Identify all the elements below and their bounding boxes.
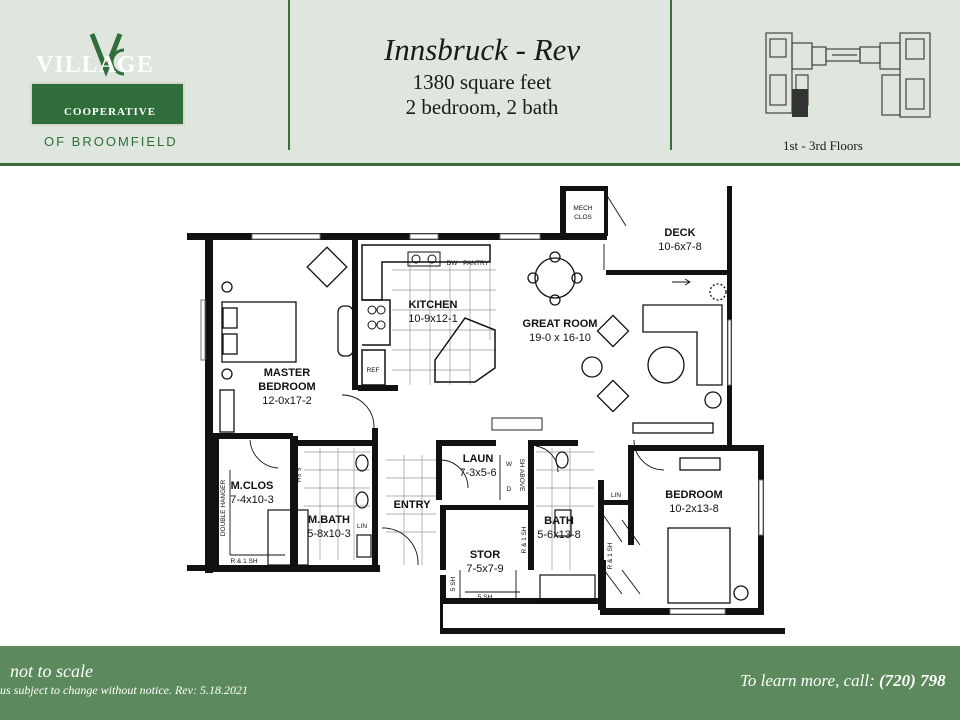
unit-title-block: Innsbruck - Rev 1380 square feet 2 bedro… — [292, 30, 672, 120]
closet-shelving — [229, 417, 543, 598]
bedroom-label: BEDROOM — [665, 489, 722, 501]
m-clos-label: M.CLOS — [231, 480, 274, 492]
deck-dims: 10-6x7-8 — [658, 241, 701, 253]
m-clos-dims: 7-4x10-3 — [230, 494, 273, 506]
kitchen-counters — [361, 244, 496, 386]
living-furniture — [581, 283, 727, 434]
m-bath-lin-label: LIN — [357, 523, 367, 530]
bath-label: BATH — [544, 515, 574, 527]
header-divider — [0, 163, 960, 166]
scale-note: not to scale — [10, 661, 93, 681]
laun-label: LAUN — [463, 453, 494, 465]
bedroom-furniture — [667, 457, 749, 604]
m-bath-label: M.BATH — [308, 514, 350, 526]
great-room-label: GREAT ROOM — [523, 318, 598, 330]
key-plan-caption: 1st - 3rd Floors — [783, 138, 863, 153]
master-bedroom-label-2: BEDROOM — [258, 381, 315, 393]
bedroom-rod-label: R & 1 SH — [607, 542, 614, 569]
floor-plan: MASTER BEDROOM KITCHEN GREAT ROOM DECK M… — [187, 186, 785, 634]
great-room-dims: 19-0 x 16-10 — [529, 332, 591, 344]
unit-title: Innsbruck - Rev — [383, 32, 581, 67]
bedroom-lin-label: LIN — [611, 492, 621, 499]
master-bedroom-dims: 12-0x17-2 — [262, 395, 312, 407]
header-band — [0, 0, 960, 163]
stove-and-sink — [367, 251, 441, 330]
sh-above-label: SH ABOVE — [518, 459, 525, 493]
mech-clos-label: MECH — [573, 205, 592, 212]
stor-dims: 7-5x7-9 — [466, 563, 503, 575]
m-clos-rod-label: R & 1 SH — [230, 558, 257, 565]
mech-clos-label-2: CLOS — [574, 214, 592, 221]
dw-label: DW — [447, 260, 459, 267]
entry-tile — [304, 448, 594, 570]
master-bedroom-label: MASTER — [264, 367, 311, 379]
logo-subtitle: COOPERATIVE — [63, 106, 157, 118]
interior-walls — [213, 240, 729, 610]
contact-cta: To learn more, call: (720) 798 — [740, 671, 946, 691]
double-hanger-label: DOUBLE HANGER — [220, 480, 227, 537]
laun-dims: 7-3x5-6 — [459, 467, 496, 479]
stor-label: STOR — [470, 549, 500, 561]
stor-shelf-label: 5 SH — [478, 594, 493, 601]
highlighted-unit — [792, 89, 808, 117]
washer-label: W — [506, 461, 513, 468]
village-cooperative-logo: VILLAGE COOPERATIVE OF BROOMFIELD — [30, 30, 190, 155]
unit-square-feet: 1380 square feet — [412, 70, 552, 94]
entry-label: ENTRY — [394, 499, 432, 511]
dining-table — [527, 251, 583, 306]
kitchen-dims: 10-9x12-1 — [408, 313, 458, 325]
dryer-label: D — [507, 486, 512, 493]
deck-label: DECK — [664, 227, 695, 239]
kitchen-label: KITCHEN — [409, 299, 458, 311]
building-key-plan — [765, 32, 931, 118]
unit-bed-bath: 2 bedroom, 2 bath — [405, 95, 559, 119]
change-note: us subject to change without notice. Rev… — [0, 683, 248, 697]
footer-band — [0, 646, 960, 720]
logo-plate — [30, 82, 185, 126]
windows — [200, 233, 764, 615]
logo-location: OF BROOMFIELD — [44, 134, 178, 149]
stor-side-shelf-label: 5 SH — [450, 576, 457, 591]
m-clos-shelf-label: 5 SH — [294, 468, 301, 483]
contact-phone[interactable]: (720) 798 — [879, 671, 946, 690]
header-separator-right — [670, 0, 672, 150]
ref-label: REF — [367, 367, 380, 374]
bath-dims: 5-6x13-8 — [537, 529, 580, 541]
m-bath-dims: 5-8x10-3 — [307, 528, 350, 540]
door-swings — [249, 193, 691, 595]
bath-rod-label: R & 1 SH — [521, 526, 528, 553]
bedroom-dims: 10-2x13-8 — [669, 503, 719, 515]
contact-cta-text: To learn more, call: — [740, 671, 875, 690]
vc-monogram-icon — [89, 33, 125, 77]
master-bedroom-furniture — [219, 246, 354, 433]
header-separator-left — [288, 0, 290, 150]
kitchen-tile — [392, 262, 496, 385]
pantry-label: PANTRY — [463, 260, 489, 267]
bath-fixtures — [267, 451, 596, 604]
logo-name: VILLAGE — [36, 52, 154, 78]
